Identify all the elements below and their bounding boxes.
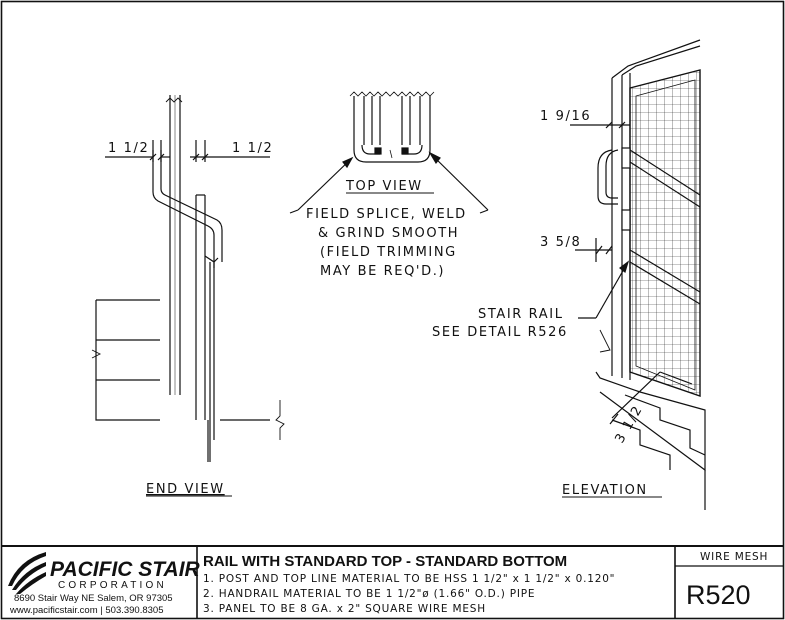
top-view — [289, 91, 489, 214]
elevation-dim-mid: 3 5/8 — [540, 235, 581, 250]
end-view-dim-left: 1 1/2 — [108, 141, 149, 156]
elevation-dim-bottom: 3 1/2 — [612, 403, 646, 446]
company-logo-icon — [8, 552, 46, 594]
drawing-note-1: 1. POST AND TOP LINE MATERIAL TO BE HSS … — [203, 573, 615, 585]
company-sub: CORPORATION — [58, 580, 167, 591]
end-view — [91, 95, 285, 462]
top-view-label: TOP VIEW — [345, 179, 423, 194]
detail-code: R520 — [686, 580, 751, 610]
top-view-note-line-2: & GRIND SMOOTH — [318, 226, 459, 241]
elevation-callout-line-2: SEE DETAIL R526 — [432, 325, 568, 340]
drawing-title: RAIL WITH STANDARD TOP - STANDARD BOTTOM — [203, 553, 567, 570]
top-view-note-line-1: FIELD SPLICE, WELD — [306, 207, 467, 222]
elevation-view — [570, 39, 706, 510]
elevation-label: ELEVATION — [562, 483, 648, 498]
elevation-callout-line-1: STAIR RAIL — [478, 307, 564, 322]
end-view-label: END VIEW — [146, 482, 225, 497]
drawing-category: WIRE MESH — [700, 551, 768, 563]
top-view-note-line-4: MAY BE REQ'D.) — [320, 264, 445, 279]
company-contact: www.pacificstair.com | 503.390.8305 — [9, 605, 164, 616]
drawing-note-2: 2. HANDRAIL MATERIAL TO BE 1 1/2"ø (1.66… — [203, 588, 535, 600]
top-view-note-line-3: (FIELD TRIMMING — [320, 245, 457, 260]
drawing-note-3: 3. PANEL TO BE 8 GA. x 2" SQUARE WIRE ME… — [203, 603, 486, 615]
elevation-dim-top: 1 9/16 — [540, 109, 591, 124]
company-name: PACIFIC STAIR — [50, 558, 201, 581]
title-block — [2, 545, 783, 618]
end-view-dim-right: 1 1/2 — [232, 141, 273, 156]
company-address: 8690 Stair Way NE Salem, OR 97305 — [14, 593, 173, 604]
